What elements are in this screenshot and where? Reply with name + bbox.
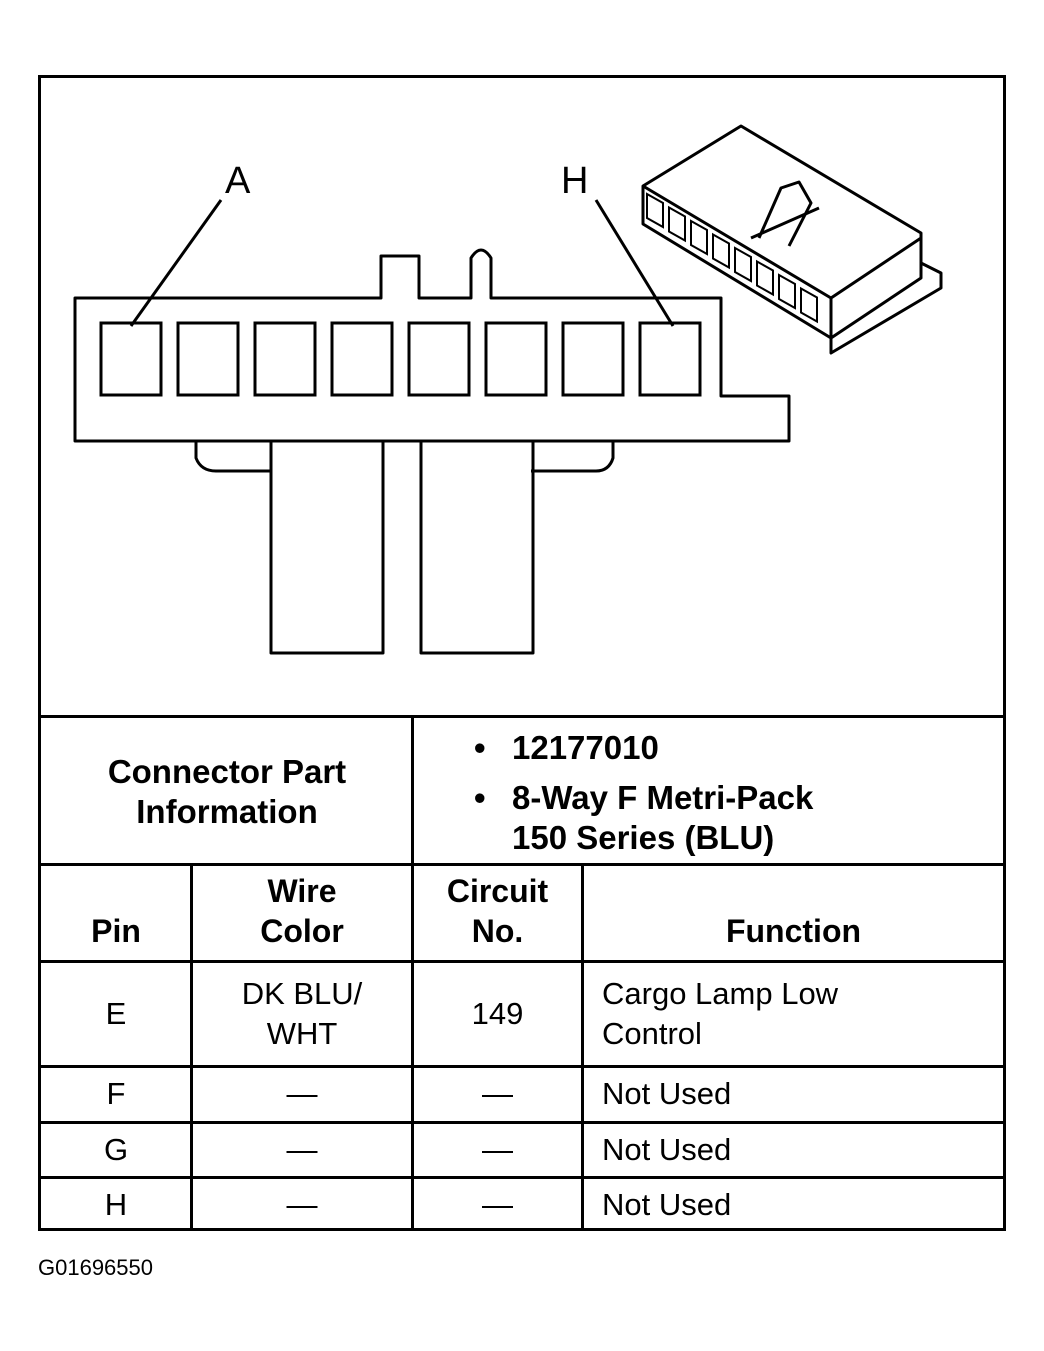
row-g-pin: G	[103, 1132, 129, 1167]
header-circuit-no: Circuit No.	[446, 873, 549, 949]
perspective-cavity-1	[646, 192, 664, 229]
callout-label-a: A	[225, 160, 251, 202]
table-col-divider-2	[411, 863, 414, 1231]
cavity-7	[561, 321, 625, 397]
header-function: Function	[725, 913, 862, 949]
cavity-2	[176, 321, 240, 397]
header-pin: Pin	[91, 913, 141, 949]
divider-row-f	[41, 1121, 1003, 1124]
divider-table-top	[41, 863, 1003, 866]
connector-figure: A H Connector Part Information 12177010 …	[38, 75, 1006, 1231]
row-h-wire-color: —	[286, 1187, 318, 1222]
connector-part-info-list: 12177010 8-Way F Metri-Pack 150 Series (…	[474, 728, 994, 868]
row-g-circuit: —	[482, 1132, 513, 1167]
latch	[757, 180, 813, 247]
callout-line-h	[594, 199, 675, 327]
header-wire-color: Wire Color	[260, 873, 344, 949]
perspective-cavity-6	[756, 259, 774, 297]
connector-diagram	[73, 124, 943, 655]
perspective-cavity-5	[734, 246, 752, 283]
row-e-function: Cargo Lamp Low Control	[602, 976, 839, 1051]
perspective-cavity-4	[712, 232, 730, 270]
part-number: 12177010	[474, 728, 994, 768]
divider-part-info-vertical	[411, 715, 414, 865]
row-h-pin: H	[104, 1187, 128, 1222]
row-f-pin: F	[106, 1076, 126, 1111]
wire-lead-left	[269, 439, 385, 655]
cavity-1	[99, 321, 163, 397]
row-e-circuit: 149	[471, 996, 524, 1031]
table-col-divider-1	[190, 863, 193, 1231]
row-g-wire-color: —	[286, 1132, 318, 1167]
row-e-wire-color: DK BLU/ WHT	[241, 976, 363, 1051]
perspective-cavity-8	[800, 286, 818, 324]
row-f-function: Not Used	[602, 1076, 732, 1111]
perspective-cavity-7	[778, 273, 796, 310]
connector-description: 8-Way F Metri-Pack 150 Series (BLU)	[474, 778, 994, 858]
perspective-cavity-3	[690, 219, 708, 256]
divider-row-g	[41, 1176, 1003, 1179]
row-g-function: Not Used	[602, 1132, 732, 1167]
divider-header-bottom	[41, 960, 1003, 963]
divider-part-info-top	[41, 715, 1003, 718]
lock-tab-right	[531, 441, 615, 473]
row-h-circuit: —	[482, 1187, 513, 1222]
perspective-cavity-2	[668, 205, 686, 243]
table-col-divider-3	[581, 863, 584, 1231]
cavity-6	[484, 321, 548, 397]
divider-row-e	[41, 1065, 1003, 1068]
row-h-function: Not Used	[602, 1187, 732, 1222]
connector-part-info-label: Connector Part Information	[107, 753, 347, 830]
cavity-4	[330, 321, 394, 397]
cavity-3	[253, 321, 317, 397]
cavity-8	[638, 321, 702, 397]
callout-label-h: H	[561, 160, 589, 202]
wire-lead-right	[419, 439, 535, 655]
row-f-circuit: —	[482, 1076, 513, 1111]
connector-perspective-view	[641, 124, 943, 355]
callout-line-a	[129, 199, 223, 327]
row-e-pin: E	[105, 996, 127, 1031]
lock-tab-left	[194, 441, 271, 473]
figure-id: G01696550	[38, 1255, 153, 1280]
connector-body	[73, 248, 791, 443]
row-f-wire-color: —	[286, 1076, 318, 1111]
cavity-5	[407, 321, 471, 397]
